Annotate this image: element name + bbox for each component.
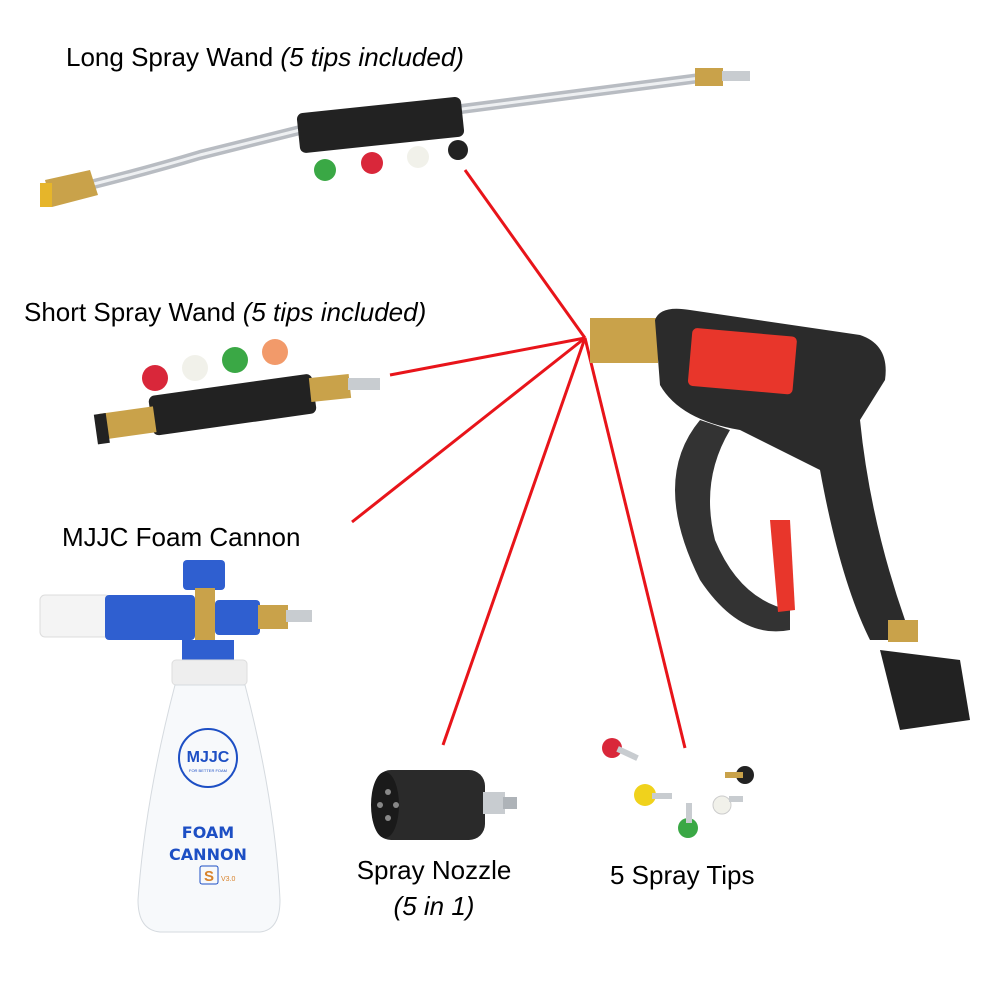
spray-nozzle-name: Spray Nozzle (356, 855, 512, 885)
spray-gun-image (590, 308, 970, 730)
spray-tips-image (602, 738, 754, 838)
line-short-wand (389, 336, 586, 377)
bottle-version: V3.0 (221, 876, 236, 883)
bottle-brand: MJJC (187, 749, 230, 766)
bottle-size: S (204, 868, 214, 885)
bottle-slogan: FOR BETTER FOAM (189, 768, 227, 773)
label-spray-nozzle: Spray Nozzle (5 in 1) (357, 857, 512, 919)
short-spray-wand-image (93, 339, 380, 445)
short-wand-note: (5 tips included) (242, 297, 427, 327)
label-short-spray-wand: Short Spray Wand (5 tips included) (24, 299, 426, 325)
label-foam-cannon: MJJC Foam Cannon (62, 522, 301, 552)
label-spray-tips: 5 Spray Tips (610, 860, 755, 890)
long-wand-note: (5 tips included) (280, 42, 464, 72)
line-spray-tips (583, 337, 687, 749)
line-long-wand (463, 169, 587, 339)
spray-nozzle-note: (5 in 1) (393, 891, 475, 921)
bottle-line1: FOAM (182, 823, 234, 842)
foam-cannon-image: MJJC FOR BETTER FOAM FOAM CANNON S V3.0 (39, 560, 312, 933)
connector-lines (351, 169, 687, 749)
line-foam-cannon (351, 336, 586, 524)
short-wand-name: Short Spray Wand (24, 297, 236, 327)
spray-nozzle-image (371, 770, 517, 840)
label-long-spray-wand: Long Spray Wand (5 tips included) (66, 44, 464, 70)
line-spray-nozzle (441, 337, 587, 746)
long-spray-wand-image (40, 68, 750, 207)
long-wand-name: Long Spray Wand (66, 42, 274, 72)
bottle-line2: CANNON (169, 845, 247, 864)
